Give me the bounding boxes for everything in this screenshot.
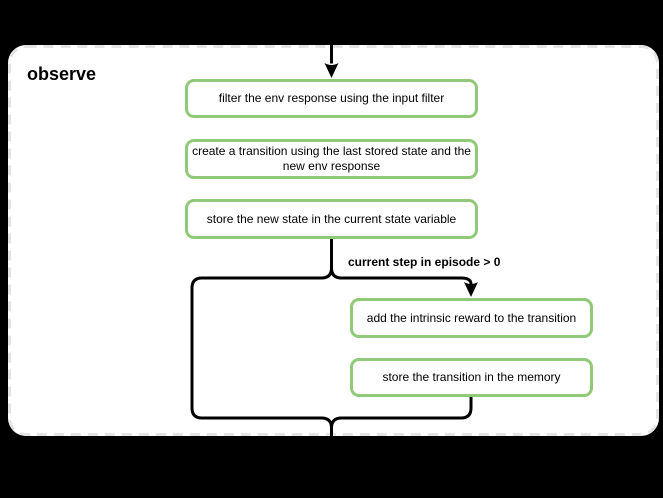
flow-node-store-new-state: store the new state in the current state… — [185, 199, 478, 239]
group-title: observe — [27, 64, 97, 84]
node-label: create a transition using the last store… — [192, 144, 471, 173]
flow-node-add-intrinsic-reward: add the intrinsic reward to the transiti… — [350, 298, 593, 338]
flow-node-create-transition: create a transition using the last store… — [185, 139, 478, 179]
node-label: filter the env response using the input … — [218, 91, 445, 105]
merge-connector — [330, 397, 473, 445]
arrowhead-down-icon — [464, 282, 478, 297]
flow-node-filter-env-response: filter the env response using the input … — [185, 79, 478, 118]
branch-condition-label: current step in episode > 0 — [348, 255, 501, 269]
branch-false-connector — [190, 238, 333, 445]
node-label: store the transition in the memory — [382, 370, 561, 384]
group-dashed-border — [8, 45, 659, 436]
flow-node-store-transition-memory: store the transition in the memory — [350, 358, 593, 397]
node-label: add the intrinsic reward to the transiti… — [366, 310, 577, 325]
node-label: store the new state in the current state… — [206, 211, 457, 226]
arrowhead-down-icon — [324, 63, 339, 78]
